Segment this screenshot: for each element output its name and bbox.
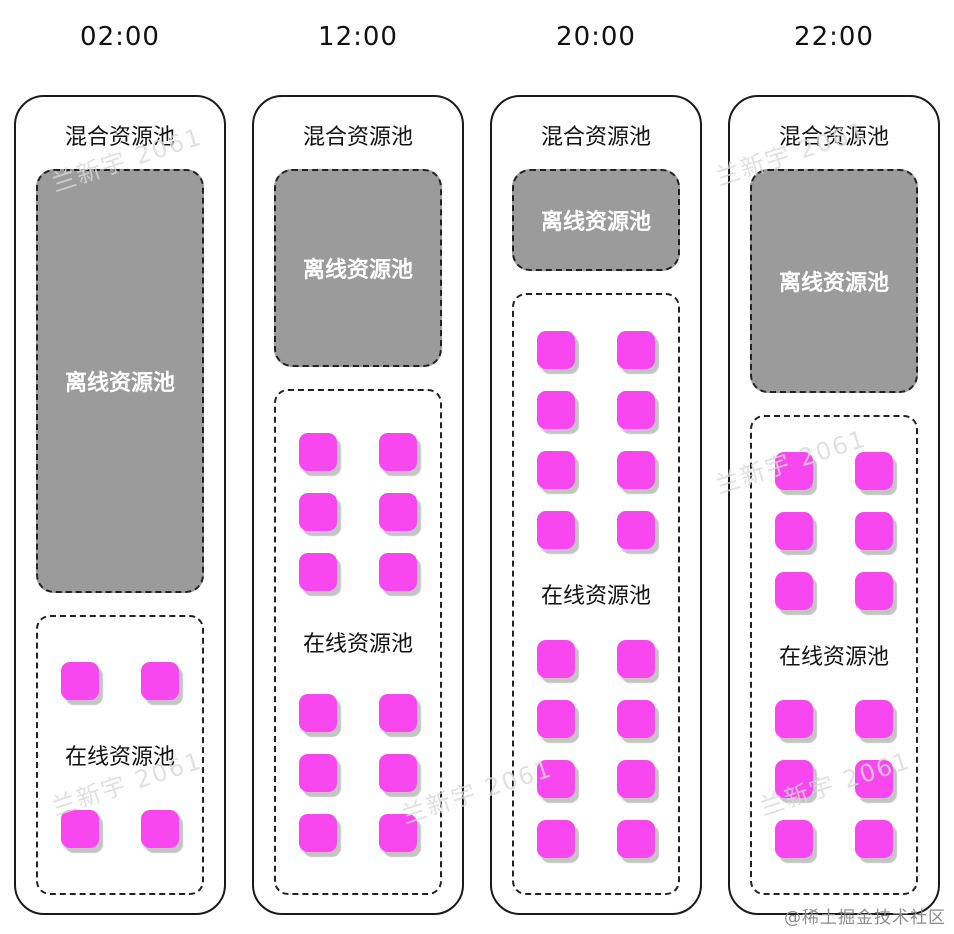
online-instance-square [537, 330, 575, 369]
timeline-column: 12:00 混合资源池 离线资源池 在线资源池 [252, 0, 464, 915]
online-instance-square [379, 753, 417, 792]
online-instance-square [537, 759, 575, 798]
online-instance-square [855, 452, 893, 490]
online-squares-bottom [537, 639, 655, 858]
online-pool: 在线资源池 [274, 389, 442, 895]
offline-pool: 离线资源池 [750, 169, 918, 393]
online-instance-square [299, 552, 337, 591]
online-instance-square [537, 450, 575, 489]
online-instance-square [537, 639, 575, 678]
online-instance-square [141, 810, 179, 848]
online-instance-square [299, 432, 337, 471]
online-instance-square [617, 639, 655, 678]
offline-pool-label: 离线资源池 [64, 371, 175, 396]
online-instance-square [379, 813, 417, 852]
offline-pool-label: 离线资源池 [302, 258, 413, 283]
mixed-pool-label: 混合资源池 [540, 125, 651, 150]
mixed-pool-label: 混合资源池 [64, 125, 175, 150]
online-instance-square [775, 452, 813, 490]
timeline-column: 20:00 混合资源池 离线资源池 在线资源池 [490, 0, 702, 915]
online-instance-square [617, 330, 655, 369]
online-instance-square [379, 693, 417, 732]
online-pool: 在线资源池 [512, 293, 680, 895]
mixed-pool-container: 混合资源池 离线资源池 在线资源池 [252, 95, 464, 915]
mixed-pool-container: 混合资源池 离线资源池 在线资源池 [490, 95, 702, 915]
credit-watermark: @稀土掘金技术社区 [784, 908, 946, 928]
offline-pool: 离线资源池 [36, 169, 204, 593]
online-squares-bottom [775, 700, 893, 858]
online-instance-square [299, 693, 337, 732]
online-instance-square [141, 662, 179, 700]
time-label: 02:00 [80, 22, 160, 52]
online-squares-top [537, 330, 655, 549]
online-instance-square [299, 813, 337, 852]
online-instance-square [617, 759, 655, 798]
online-instance-square [617, 699, 655, 738]
online-instance-square [855, 760, 893, 798]
time-label: 12:00 [318, 22, 398, 52]
mixed-pool-container: 混合资源池 离线资源池 在线资源池 [728, 95, 940, 915]
online-instance-square [617, 819, 655, 858]
online-instance-square [775, 700, 813, 738]
offline-pool: 离线资源池 [512, 169, 680, 271]
mixed-pool-label: 混合资源池 [302, 125, 413, 150]
online-instance-square [617, 510, 655, 549]
online-instance-square [617, 390, 655, 429]
online-instance-square [775, 760, 813, 798]
online-instance-square [855, 700, 893, 738]
mixed-pool-label: 混合资源池 [778, 125, 889, 150]
online-instance-square [537, 699, 575, 738]
online-instance-square [775, 820, 813, 858]
online-squares-bottom [61, 810, 179, 848]
mixed-pool-container: 混合资源池 离线资源池 在线资源池 [14, 95, 226, 915]
online-instance-square [537, 390, 575, 429]
online-pool-label: 在线资源池 [540, 584, 651, 609]
online-instance-square [775, 572, 813, 610]
online-instance-square [61, 662, 99, 700]
online-instance-square [379, 492, 417, 531]
offline-pool: 离线资源池 [274, 169, 442, 367]
timeline-column: 02:00 混合资源池 离线资源池 在线资源池 [14, 0, 226, 915]
online-instance-square [61, 810, 99, 848]
online-instance-square [299, 753, 337, 792]
online-squares-top [299, 432, 417, 591]
online-pool: 在线资源池 [750, 415, 918, 895]
online-instance-square [379, 432, 417, 471]
online-squares-top [61, 662, 179, 700]
online-pool-label: 在线资源池 [302, 632, 413, 657]
online-pool: 在线资源池 [36, 615, 204, 895]
online-pool-label: 在线资源池 [778, 645, 889, 670]
time-label: 20:00 [556, 22, 636, 52]
online-squares-top [775, 452, 893, 610]
online-pool-label: 在线资源池 [64, 745, 175, 770]
online-instance-square [855, 512, 893, 550]
online-instance-square [537, 819, 575, 858]
time-label: 22:00 [794, 22, 874, 52]
online-instance-square [537, 510, 575, 549]
online-instance-square [855, 572, 893, 610]
offline-pool-label: 离线资源池 [778, 271, 889, 296]
offline-pool-label: 离线资源池 [540, 210, 651, 235]
timeline-column: 22:00 混合资源池 离线资源池 在线资源池 [728, 0, 940, 915]
online-instance-square [617, 450, 655, 489]
online-squares-bottom [299, 693, 417, 852]
online-instance-square [775, 512, 813, 550]
online-instance-square [379, 552, 417, 591]
online-instance-square [299, 492, 337, 531]
online-instance-square [855, 820, 893, 858]
